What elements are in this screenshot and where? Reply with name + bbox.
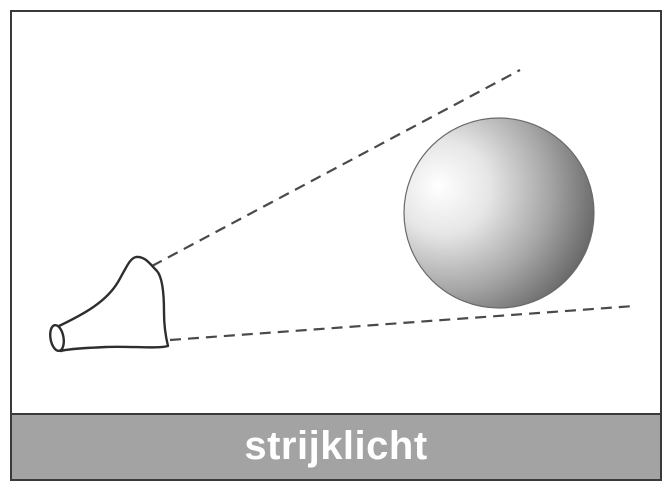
caption-bar: strijklicht — [12, 413, 660, 479]
sphere-icon — [403, 117, 595, 309]
caption-label: strijklicht — [244, 423, 428, 468]
raking-light-illustration — [49, 69, 635, 353]
light-beam-upper-edge — [151, 69, 521, 267]
spotlight-lamp-icon — [49, 255, 170, 353]
light-beam-lower-edge — [169, 304, 635, 342]
illustration-frame: strijklicht — [10, 10, 662, 481]
